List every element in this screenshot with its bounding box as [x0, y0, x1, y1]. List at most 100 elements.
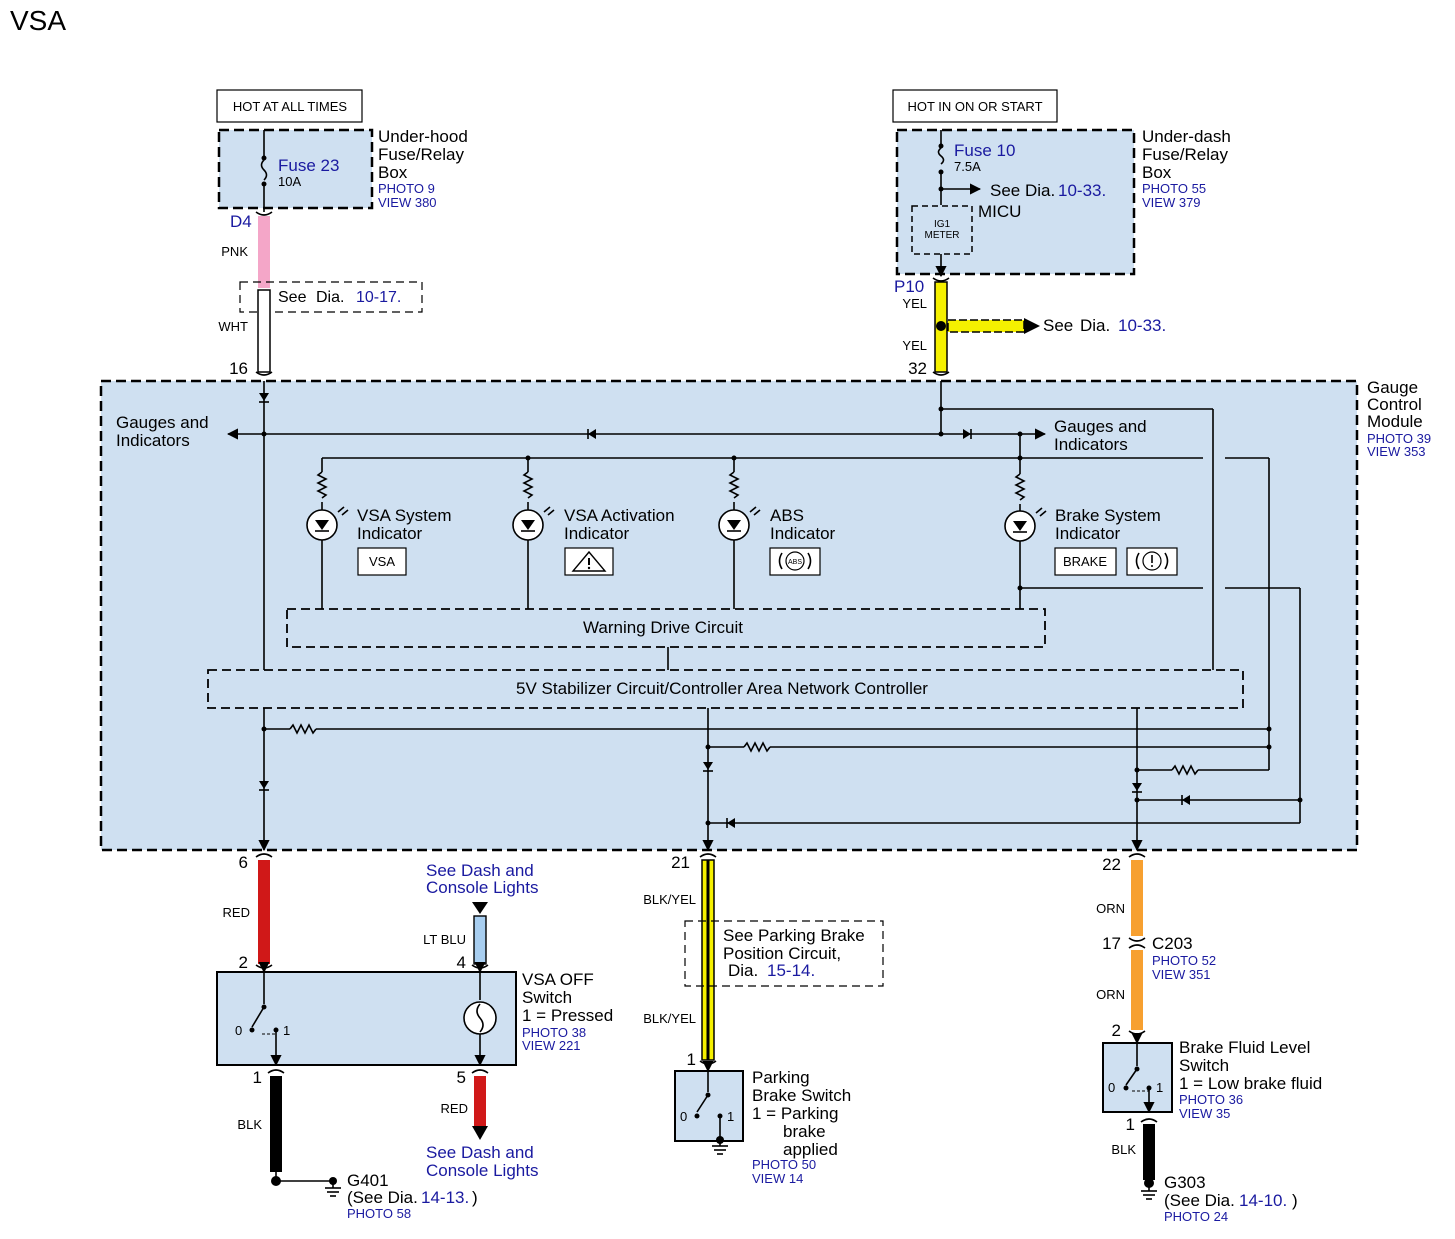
vsa-switch-pin-4: 4 — [457, 953, 466, 972]
orn-wire-bottom — [1131, 950, 1143, 1030]
brake-fluid-pin-2: 2 — [1112, 1021, 1121, 1040]
parking-ref-box — [684, 920, 884, 987]
meter-label: METER — [925, 230, 960, 241]
see-dash-top-1: See Dash and — [426, 861, 534, 880]
red-wire-bottom-label: RED — [441, 1101, 468, 1116]
vsa-activation-label-1: VSA Activation — [564, 506, 675, 525]
yel-wire-label-bottom: YEL — [902, 338, 927, 353]
vsa-system-icon — [357, 547, 407, 576]
vsa-switch-pin-1: 1 — [253, 1068, 262, 1087]
g303-see-suffix: ) — [1292, 1191, 1298, 1210]
fuse-10-icon — [937, 130, 982, 205]
vsa-switch-bulb-icon — [463, 961, 497, 1067]
parking-switch-label-2: Brake Switch — [752, 1086, 851, 1105]
blk-left-label: BLK — [237, 1117, 262, 1132]
brake-system-label-1: Brake System — [1055, 506, 1161, 525]
orn-bottom-label: ORN — [1096, 987, 1125, 1002]
underdash-see-num: 10-33. — [1058, 181, 1106, 200]
abs-icon: ABS — [769, 547, 821, 576]
brake-fluid-pin-1: 1 — [1126, 1115, 1135, 1134]
brake-fluid-contact-icon — [1123, 1032, 1155, 1114]
parking-switch-label-3: 1 = Parking — [752, 1104, 838, 1123]
underdash-label-1: Under-dash — [1142, 127, 1231, 146]
parking-pos-0: 0 — [680, 1109, 687, 1124]
vsa-icon-text: VSA — [369, 554, 395, 569]
abs-label-1: ABS — [770, 506, 804, 525]
see-dash-top-2: Console Lights — [426, 878, 538, 897]
g401-see-prefix: (See Dia. — [347, 1188, 418, 1207]
underhood-fuse-box — [217, 128, 374, 210]
pin-16-label: 16 — [229, 359, 248, 378]
splice-right-dia: Dia. — [1080, 316, 1110, 335]
parking-switch-label-4: brake — [783, 1122, 826, 1141]
page-title: VSA — [10, 5, 66, 36]
yel-wire-label-top: YEL — [902, 296, 927, 311]
ground-g401-icon — [325, 1177, 341, 1197]
g401-see-suffix: ) — [472, 1188, 478, 1207]
brake-fluid-pos-1: 1 — [1156, 1080, 1163, 1095]
pin-6-label: 6 — [239, 853, 248, 872]
brake-fluid-view: VIEW 35 — [1179, 1106, 1230, 1121]
parking-ref-2: Position Circuit, — [723, 944, 841, 963]
yel-branch-wire — [947, 319, 1025, 333]
see-dash-bottom-1: See Dash and — [426, 1143, 534, 1162]
vsa-system-label-2: Indicator — [357, 524, 423, 543]
hot-at-all-times-label: HOT AT ALL TIMES — [233, 99, 347, 114]
ig1-meter-box — [911, 205, 973, 255]
fuse-23-rating: 10A — [278, 174, 301, 189]
vsa-switch-photo: PHOTO 38 — [522, 1025, 586, 1040]
d4-connector-icon — [255, 211, 273, 216]
parking-switch-view: VIEW 14 — [752, 1171, 803, 1186]
pin-22-label: 22 — [1102, 855, 1121, 874]
red-wire-top-label: RED — [223, 905, 250, 920]
parking-ref-3-num: 15-14. — [767, 961, 815, 980]
pnk-wire-label: PNK — [221, 244, 248, 259]
splice-left-num: 10-17. — [356, 289, 401, 306]
underdash-label-2: Fuse/Relay — [1142, 145, 1228, 164]
vsa-switch-pos-1: 1 — [283, 1023, 290, 1038]
splice-junction-icon — [936, 321, 946, 331]
parking-switch-label-1: Parking — [752, 1068, 810, 1087]
d4-label: D4 — [230, 212, 252, 231]
abs-icon-text: ABS — [788, 559, 802, 566]
ig1-label: IG1 — [934, 219, 951, 230]
brake-fluid-photo: PHOTO 36 — [1179, 1092, 1243, 1107]
underhood-label-3: Box — [378, 163, 408, 182]
gauges-left-label-1: Gauges and — [116, 413, 209, 432]
gcm-label-3: Module — [1367, 412, 1423, 431]
blk-right-label: BLK — [1111, 1142, 1136, 1157]
c203-view: VIEW 351 — [1152, 967, 1211, 982]
pin-21-label: 21 — [671, 853, 690, 872]
vsa-switch-label-3: 1 = Pressed — [522, 1006, 613, 1025]
ground-g303-icon — [1141, 1178, 1157, 1200]
brake-system-label-2: Indicator — [1055, 524, 1121, 543]
parking-ref-3-prefix: Dia. — [728, 961, 758, 980]
fuse-10-label: Fuse 10 — [954, 141, 1015, 160]
gcm-label-1: Gauge — [1367, 378, 1418, 397]
blk-wire-right — [1143, 1124, 1155, 1180]
stabilizer-circuit — [207, 669, 1244, 709]
c203-pin: 17 — [1102, 934, 1121, 953]
gcm-label-2: Control — [1367, 395, 1422, 414]
underdash-label-3: Box — [1142, 163, 1172, 182]
wht-wire-label: WHT — [218, 319, 248, 334]
vsa-switch-pin-5: 5 — [457, 1068, 466, 1087]
underhood-label-2: Fuse/Relay — [378, 145, 464, 164]
pin-32-label: 32 — [908, 359, 927, 378]
parking-pos-1: 1 — [727, 1109, 734, 1124]
warning-drive-label: Warning Drive Circuit — [583, 618, 743, 637]
vsa-system-led-icon — [306, 506, 349, 541]
c203-photo: PHOTO 52 — [1152, 953, 1216, 968]
vsa-switch-pos-0: 0 — [235, 1023, 242, 1038]
orn-top-label: ORN — [1096, 901, 1125, 916]
hot-in-on-header — [892, 89, 1058, 123]
arrow-down-icon — [472, 902, 488, 914]
parking-ref-1: See Parking Brake — [723, 926, 865, 945]
underhood-view: VIEW 380 — [378, 195, 437, 210]
parking-switch-label-5: applied — [783, 1140, 838, 1159]
c203-connector-icon — [1128, 937, 1146, 942]
underdash-see-prefix: See Dia. — [990, 181, 1055, 200]
gcm-internal-wiring — [226, 381, 1303, 852]
brake-fluid-label-1: Brake Fluid Level — [1179, 1038, 1310, 1057]
splice-right-see: See — [1043, 316, 1073, 335]
